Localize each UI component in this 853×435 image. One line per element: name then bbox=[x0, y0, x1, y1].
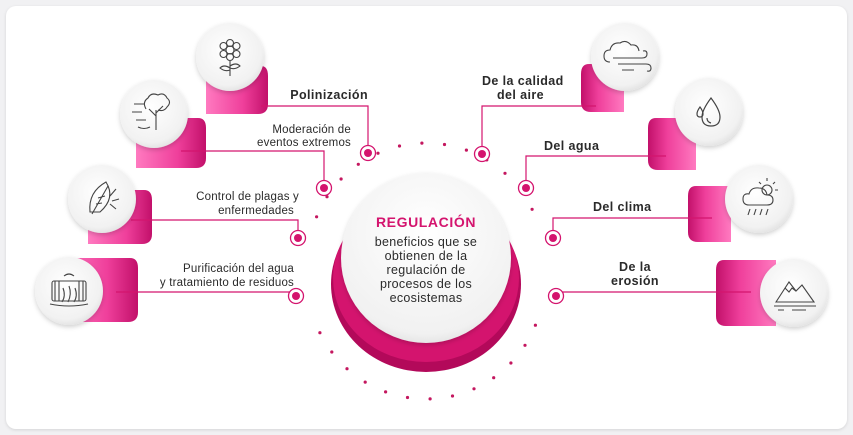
label-moderacion-line1: Moderación de bbox=[272, 124, 351, 136]
center-disc bbox=[331, 173, 521, 372]
label-aire-line2: del aire bbox=[497, 88, 544, 102]
tree-wind-icon bbox=[120, 80, 188, 148]
label-polinizacion: Polinización bbox=[290, 88, 368, 102]
arc-dot bbox=[330, 350, 334, 354]
mountain-icon bbox=[760, 259, 828, 327]
leaf-bug-icon bbox=[68, 165, 136, 233]
center-line: regulación de bbox=[387, 263, 466, 277]
label-clima: Del clima bbox=[593, 200, 652, 214]
regulation-diagram: REGULACIÓN beneficios que se obtienen de… bbox=[35, 23, 828, 401]
center-title: REGULACIÓN bbox=[376, 213, 476, 230]
diagram-card: REGULACIÓN beneficios que se obtienen de… bbox=[6, 6, 847, 429]
arc-dot bbox=[523, 343, 527, 347]
label-aire-line1: De la calidad bbox=[482, 74, 564, 88]
water-drop-icon bbox=[675, 78, 743, 146]
arc-dot bbox=[339, 177, 343, 181]
flower-icon bbox=[196, 23, 264, 91]
label-moderacion-line2: eventos extremos bbox=[257, 137, 351, 149]
center-text: beneficios que se obtienen de la regulac… bbox=[375, 235, 477, 305]
arc-dot bbox=[363, 380, 367, 384]
label-agua: Del agua bbox=[544, 139, 600, 153]
connector-nodes bbox=[287, 144, 565, 305]
arc-dot bbox=[464, 148, 468, 152]
label-control-line2: enfermedades bbox=[218, 205, 294, 217]
center-line: ecosistemas bbox=[390, 291, 463, 305]
arc-dot bbox=[384, 390, 388, 394]
arc-dot bbox=[315, 215, 319, 219]
arc-dot bbox=[533, 323, 538, 327]
dotted-arc bbox=[315, 141, 538, 401]
arc-dot bbox=[472, 387, 476, 391]
water-treatment-icon bbox=[35, 257, 103, 325]
arc-dot bbox=[397, 144, 402, 148]
label-purificacion-line2: y tratamiento de residuos bbox=[160, 277, 294, 289]
center-line: obtienen de la bbox=[385, 249, 468, 263]
arc-dot bbox=[345, 367, 349, 371]
label-erosion-line1: De la bbox=[619, 260, 652, 274]
weather-icon bbox=[725, 165, 793, 233]
arc-dot bbox=[503, 171, 507, 175]
label-erosion-line2: erosión bbox=[611, 274, 659, 288]
arc-dot bbox=[442, 142, 447, 147]
arc-dot bbox=[428, 397, 432, 401]
arc-dot bbox=[318, 331, 322, 335]
arc-dot bbox=[420, 141, 424, 145]
arc-dot bbox=[509, 361, 513, 365]
cloud-wind-icon bbox=[591, 23, 659, 91]
label-control-line1: Control de plagas y bbox=[196, 191, 299, 203]
arc-dot bbox=[376, 151, 380, 155]
label-purificacion-line1: Purificación del agua bbox=[183, 263, 294, 275]
arc-dot bbox=[356, 162, 360, 166]
arc-dot bbox=[325, 195, 329, 199]
right-tubes bbox=[581, 64, 776, 326]
arc-dot bbox=[405, 395, 410, 400]
arc-dot bbox=[492, 376, 496, 380]
center-line: beneficios que se bbox=[375, 235, 477, 249]
arc-dot bbox=[530, 207, 534, 211]
center-line: procesos de los bbox=[380, 277, 472, 291]
arc-dot bbox=[450, 394, 455, 398]
